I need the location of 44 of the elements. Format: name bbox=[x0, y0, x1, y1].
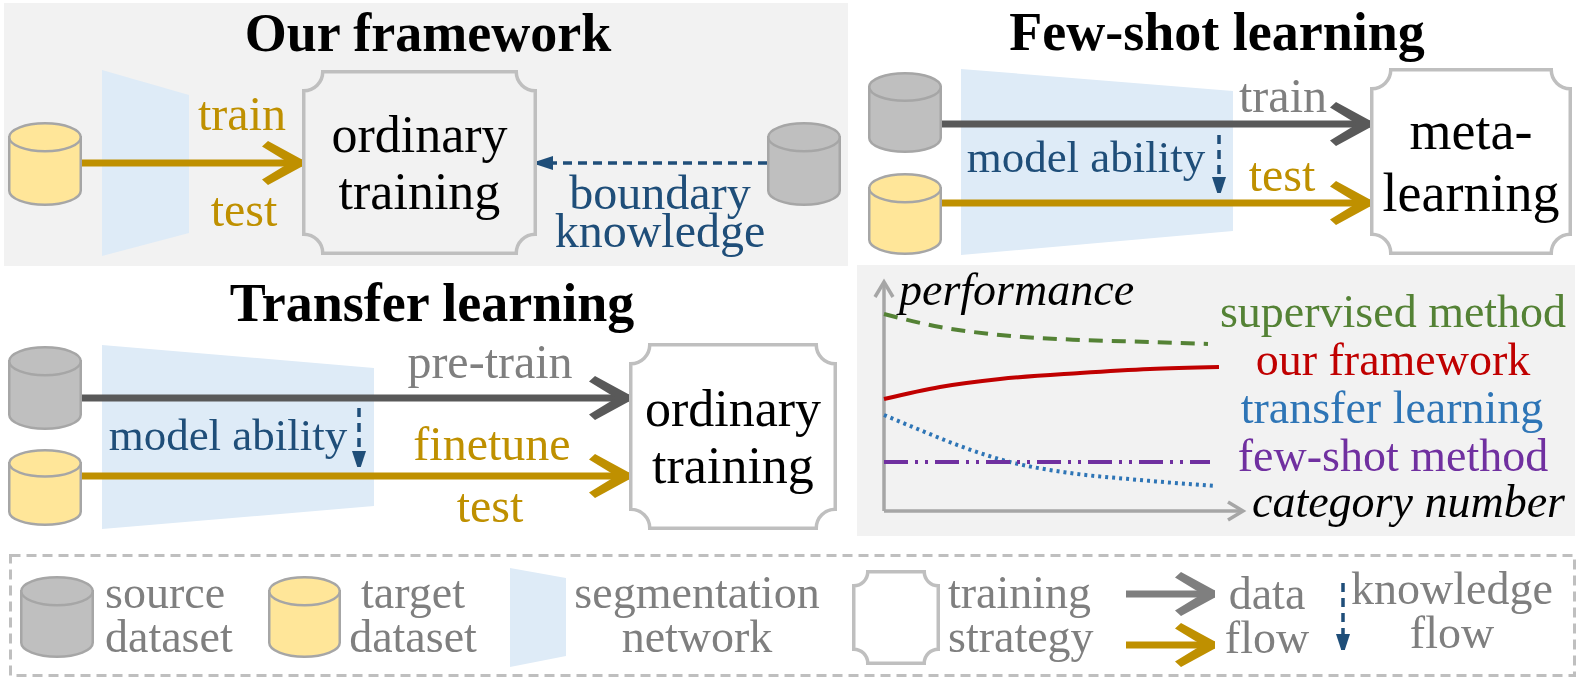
legend-label: target dataset bbox=[349, 571, 477, 664]
connector-line bbox=[82, 472, 102, 480]
series-label: transfer learning bbox=[1240, 385, 1544, 432]
dataset-cylinder bbox=[8, 346, 82, 430]
panel-background bbox=[4, 3, 848, 266]
annotation-label: test bbox=[210, 185, 278, 234]
annotation-label: model ability bbox=[108, 413, 348, 459]
edge-label: pre-train bbox=[407, 337, 573, 386]
connector-line bbox=[82, 394, 102, 402]
legend-label: segmentation network bbox=[574, 571, 820, 664]
network-trapezoid bbox=[102, 345, 374, 529]
chart-panel bbox=[857, 265, 1575, 536]
dataset-cylinder bbox=[868, 72, 942, 153]
dataset-cylinder bbox=[8, 122, 82, 206]
network-trapezoid bbox=[102, 70, 189, 256]
legend-label: data flow bbox=[1224, 572, 1310, 665]
box-label: ordinary training bbox=[331, 105, 508, 220]
strategy-box bbox=[629, 343, 837, 530]
connector-line bbox=[942, 199, 961, 207]
edge-label: finetune bbox=[413, 419, 571, 468]
legend-label: source dataset bbox=[105, 571, 233, 664]
box-label: meta-learning bbox=[1382, 99, 1560, 224]
edge-label: test bbox=[1248, 150, 1316, 199]
series-label: supervised method bbox=[1219, 289, 1567, 336]
dataset-cylinder bbox=[868, 173, 942, 255]
dataset-cylinder bbox=[767, 122, 841, 206]
box-label: ordinary training bbox=[644, 379, 822, 494]
edge-label: boundary knowledge bbox=[554, 173, 766, 258]
strategy-box bbox=[1370, 68, 1572, 255]
legend-label: knowledge flow bbox=[1351, 567, 1553, 660]
edge-label: train bbox=[1239, 71, 1327, 120]
series-label: few-shot method bbox=[1237, 433, 1549, 480]
series-label: our framework bbox=[1255, 337, 1531, 384]
annotation-label: test bbox=[456, 481, 524, 530]
connector-line bbox=[942, 120, 961, 128]
dataset-cylinder bbox=[8, 449, 82, 526]
edge-label: train bbox=[198, 89, 286, 138]
legend-label: training strategy bbox=[948, 571, 1094, 664]
panel-title: Our framework bbox=[244, 5, 612, 60]
connector-line bbox=[82, 159, 102, 167]
strategy-box bbox=[302, 70, 537, 255]
annotation-label: model ability bbox=[966, 135, 1206, 181]
network-trapezoid bbox=[961, 69, 1233, 255]
axis-label: category number bbox=[1252, 479, 1565, 526]
